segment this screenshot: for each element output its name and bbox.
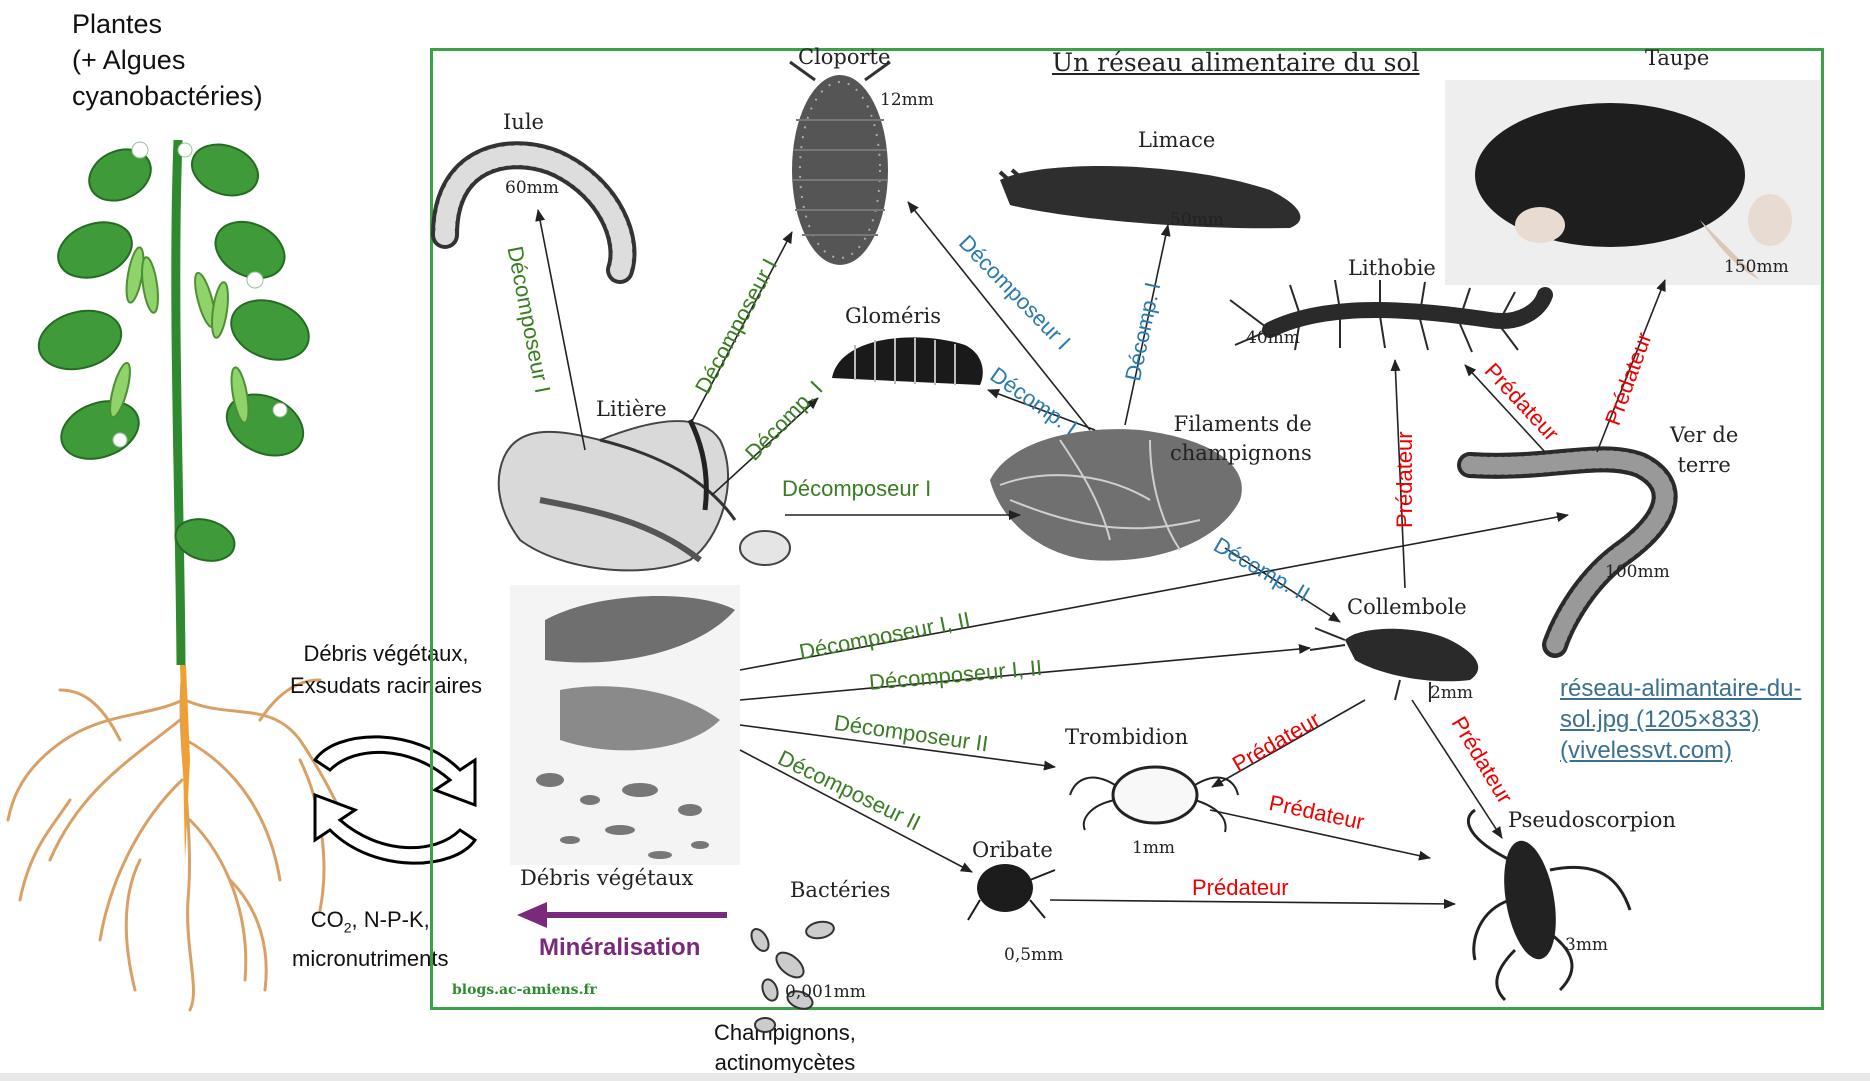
ver-name: Ver de terre bbox=[1670, 420, 1738, 480]
limace-size: 50mm bbox=[1170, 210, 1224, 230]
litiere-name: Litière bbox=[596, 397, 667, 421]
cloporte-size: 12mm bbox=[880, 90, 934, 110]
bacteries-size: 0,001mm bbox=[785, 982, 866, 1002]
label-collembole-lithobie: Prédateur bbox=[1392, 431, 1418, 528]
glomeris-name: Gloméris bbox=[845, 304, 941, 328]
source-link[interactable]: réseau-alimantaire-du- sol.jpg (1205×833… bbox=[1560, 673, 1801, 766]
collembole-name: Collembole bbox=[1347, 595, 1467, 619]
iule-size: 60mm bbox=[505, 178, 559, 198]
bottom-bar bbox=[0, 1073, 1870, 1081]
collembole-size: 2mm bbox=[1430, 683, 1473, 703]
lithobie-size: 40mm bbox=[1246, 328, 1300, 348]
ver-illustration bbox=[1470, 459, 1665, 645]
label-oribate-pseudoscorpion: Prédateur bbox=[1192, 875, 1289, 901]
pseudoscorpion-illustration bbox=[1468, 810, 1630, 1000]
trombidion-name: Trombidion bbox=[1065, 725, 1188, 749]
trombidion-size: 1mm bbox=[1132, 838, 1175, 858]
oribate-size: 0,5mm bbox=[1004, 945, 1063, 965]
credit-text: blogs.ac-amiens.fr bbox=[452, 982, 597, 998]
taupe-size: 150mm bbox=[1724, 257, 1789, 277]
ver-size: 100mm bbox=[1605, 562, 1670, 582]
label-litiere-filaments: Décomposeur I bbox=[782, 476, 931, 502]
oribate-name: Oribate bbox=[972, 838, 1053, 862]
oribate-illustration bbox=[968, 864, 1055, 920]
cloporte-illustration bbox=[790, 62, 890, 265]
filaments-name: Filaments de champignons bbox=[1170, 410, 1312, 468]
lithobie-name: Lithobie bbox=[1348, 256, 1436, 280]
iule-illustration bbox=[445, 155, 623, 270]
arrow-litiere-iule bbox=[538, 210, 585, 450]
bacteries-name: Bactéries bbox=[790, 878, 891, 902]
trombidion-illustration bbox=[1070, 767, 1238, 832]
limace-name: Limace bbox=[1138, 128, 1215, 152]
glomeris-illustration bbox=[832, 337, 983, 385]
debris-illustration bbox=[510, 585, 740, 865]
iule-name: Iule bbox=[503, 110, 544, 134]
limace-illustration bbox=[1000, 166, 1300, 228]
bacteries-illustration bbox=[748, 920, 835, 1032]
pseudoscorpion-name: Pseudoscorpion bbox=[1508, 808, 1676, 832]
debris-name: Débris végétaux bbox=[520, 866, 693, 890]
cloporte-name: Cloporte bbox=[798, 45, 890, 69]
pseudoscorpion-size: 3mm bbox=[1565, 935, 1608, 955]
taupe-name: Taupe bbox=[1645, 46, 1709, 70]
